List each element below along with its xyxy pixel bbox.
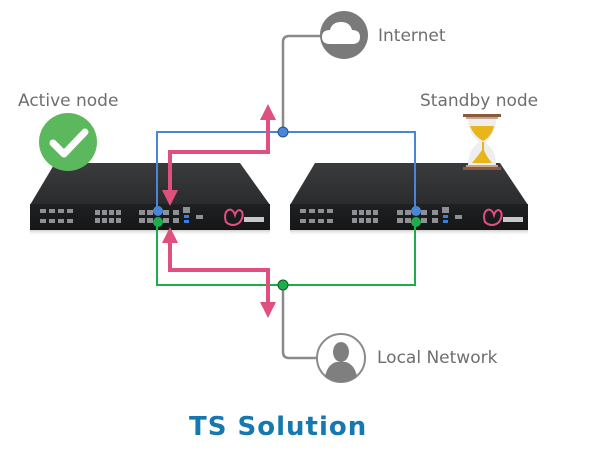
device-shadow xyxy=(290,230,528,236)
vendor-badge xyxy=(503,217,523,222)
device-ports xyxy=(40,207,203,223)
usb-port xyxy=(184,220,189,223)
device-front xyxy=(290,204,528,230)
active-wan-port-dot xyxy=(153,206,163,216)
usb-port xyxy=(443,220,448,223)
device-front xyxy=(30,204,270,230)
traffic-flow-upper xyxy=(162,104,276,206)
internet-label: Internet xyxy=(378,26,446,46)
local-network-label: Local Network xyxy=(377,348,498,368)
checkmark-circle-icon xyxy=(39,113,97,171)
device-top xyxy=(290,163,528,205)
usb-port xyxy=(443,215,448,218)
internet-uplink xyxy=(281,34,320,132)
usb-port xyxy=(184,215,189,218)
active-node-label: Active node xyxy=(18,91,119,111)
vendor-logo xyxy=(224,208,244,226)
user-icon xyxy=(316,333,366,383)
standby-node-label: Standby node xyxy=(420,91,539,111)
standby-node-device xyxy=(290,163,528,236)
device-shadow xyxy=(30,230,270,236)
active-node-device xyxy=(30,163,270,236)
hourglass-icon xyxy=(463,114,501,170)
traffic-flow-lower xyxy=(162,227,276,318)
internet-junction-dot xyxy=(277,126,289,138)
vendor-badge xyxy=(244,217,264,222)
active-lan-port-dot xyxy=(153,217,163,227)
vendor-logo xyxy=(483,208,503,226)
standby-wan-port-dot xyxy=(411,206,421,216)
cloud-icon xyxy=(320,11,368,59)
standby-lan-port-dot xyxy=(411,217,421,227)
lan-uplink xyxy=(281,285,318,360)
device-ports xyxy=(300,207,462,223)
lan-junction-dot xyxy=(277,279,289,291)
brand-logo-text: TS Solution xyxy=(189,412,368,442)
